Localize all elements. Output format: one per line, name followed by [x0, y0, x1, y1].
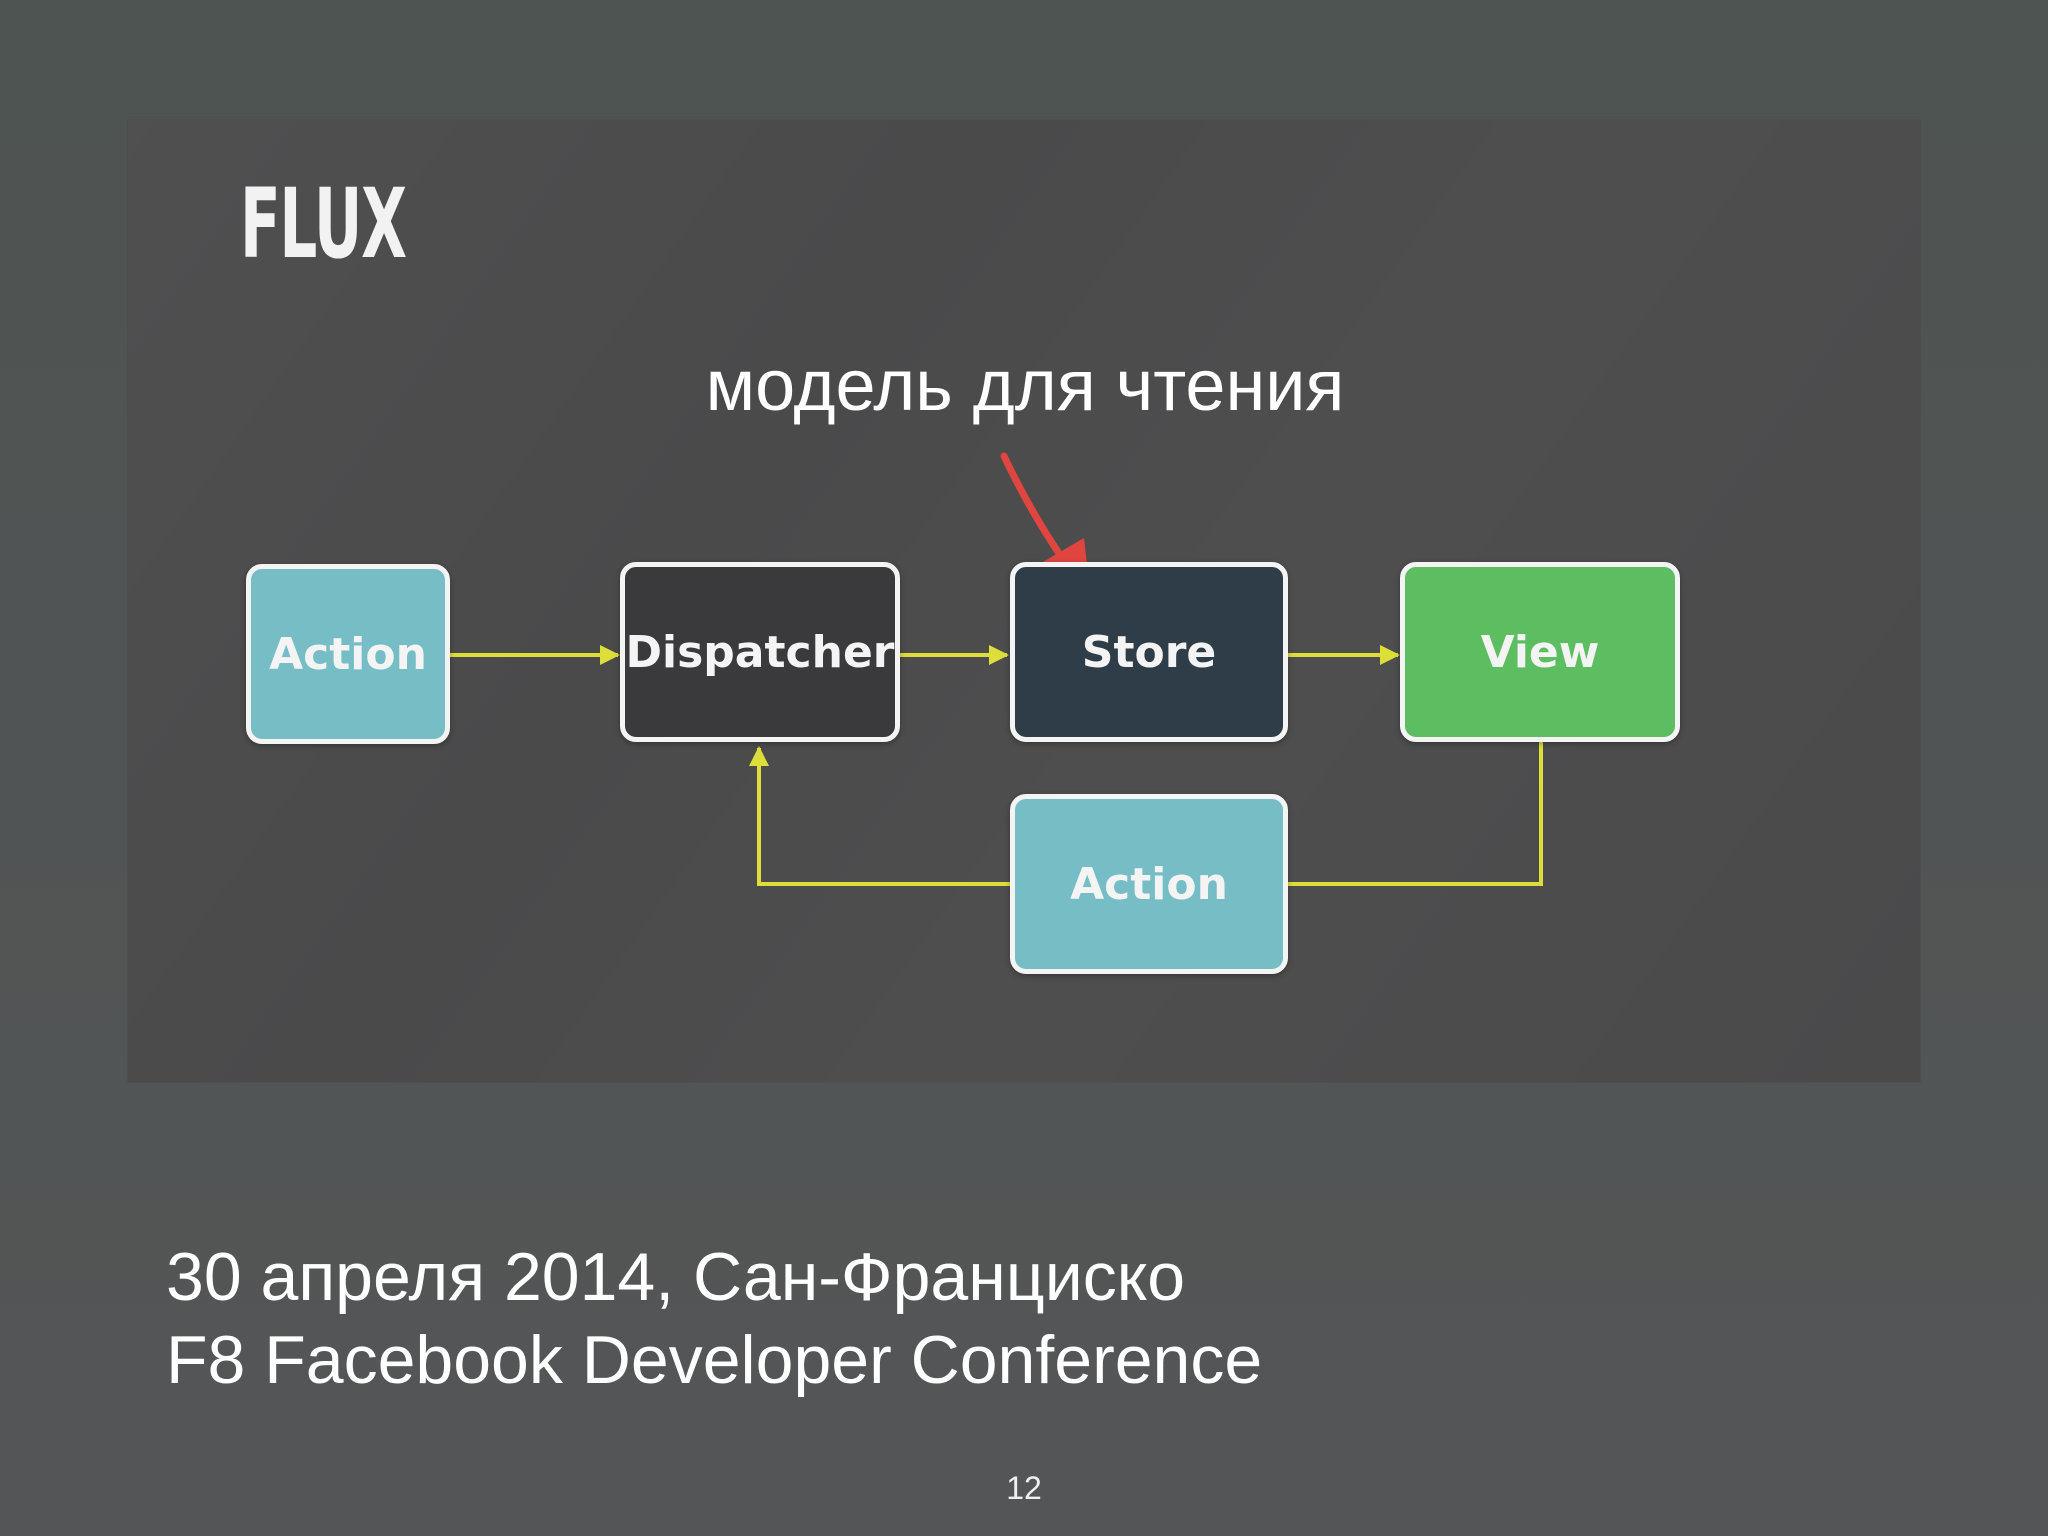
caption-date-location: 30 апреля 2014, Сан-Франциско [166, 1239, 1186, 1315]
action-node-bottom: Action [1010, 794, 1288, 974]
edge-view-to-action-bottom [1288, 742, 1543, 886]
store-node: Store [1010, 562, 1288, 742]
caption-conference: F8 Facebook Developer Conference [166, 1322, 1263, 1398]
dispatcher-node-label: Dispatcher [625, 626, 895, 678]
annotation-label: модель для чтения [705, 346, 1345, 426]
edge-action-bottom-to-dispatcher [749, 746, 1010, 886]
page-number: 12 [1006, 1470, 1042, 1506]
action-node-bottom-label: Action [1070, 858, 1228, 910]
action-node-top-label: Action [269, 628, 427, 680]
dispatcher-node: Dispatcher [620, 562, 900, 742]
store-node-label: Store [1081, 626, 1217, 678]
view-node-label: View [1480, 626, 1600, 678]
view-node: View [1400, 562, 1680, 742]
action-node-top: Action [246, 564, 450, 744]
flux-logo: FLUX [240, 168, 407, 280]
